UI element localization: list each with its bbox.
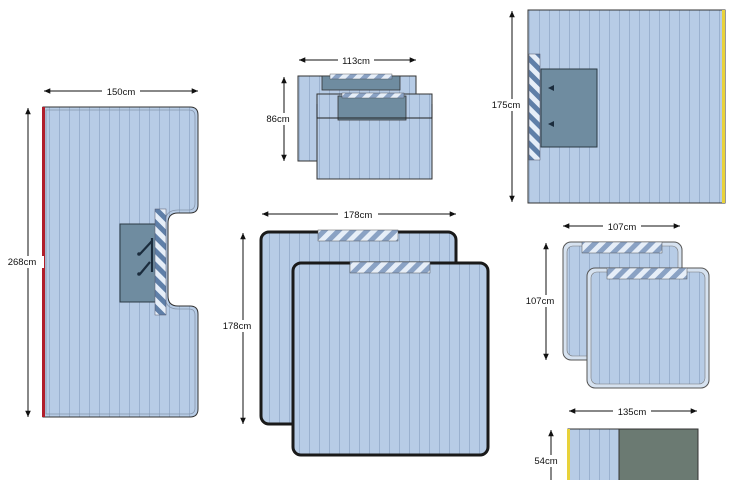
mat-c-hatch-strip <box>528 53 541 161</box>
mat-c-height-label: 175cm <box>492 100 521 111</box>
mat-a-clip-icon <box>139 238 154 275</box>
mat-a-height-label: 268cm <box>8 257 37 268</box>
mat-a-hatch-strip <box>154 208 167 316</box>
mat-b-window <box>337 95 407 121</box>
mat-d-front-panel <box>291 261 490 457</box>
mat-e-height-label: 107cm <box>526 296 555 307</box>
mat-a: 150cm 268cm <box>4 85 199 418</box>
mat-c: 175cm <box>490 9 726 204</box>
mat-d-width-label: 178cm <box>344 210 373 221</box>
mat-f-yellow-edge <box>567 429 570 480</box>
mat-d-height-label: 178cm <box>223 321 252 332</box>
mat-c-window <box>540 68 598 148</box>
mat-e: 107cm 107cm <box>523 220 710 389</box>
mat-c-yellow-edge <box>722 10 725 203</box>
mat-b-width-label: 113cm <box>342 56 370 67</box>
mat-f-height-label: 54cm <box>534 456 557 467</box>
mat-f-dark-section <box>618 428 699 480</box>
mat-e-front-hatch <box>606 267 688 280</box>
mat-a-width-label: 150cm <box>107 87 136 98</box>
mat-d: 178cm 178cm <box>219 208 490 457</box>
mat-f: 135cm 54cm <box>530 405 699 480</box>
mat-f-width-label: 135cm <box>618 407 647 418</box>
mat-b: 113cm 86cm <box>262 54 433 180</box>
mat-d-back-hatch <box>317 229 399 242</box>
mat-b-height-label: 86cm <box>266 114 289 125</box>
mat-e-width-label: 107cm <box>608 222 637 233</box>
mat-d-front-hatch <box>349 261 431 274</box>
mat-e-back-hatch <box>581 241 663 254</box>
